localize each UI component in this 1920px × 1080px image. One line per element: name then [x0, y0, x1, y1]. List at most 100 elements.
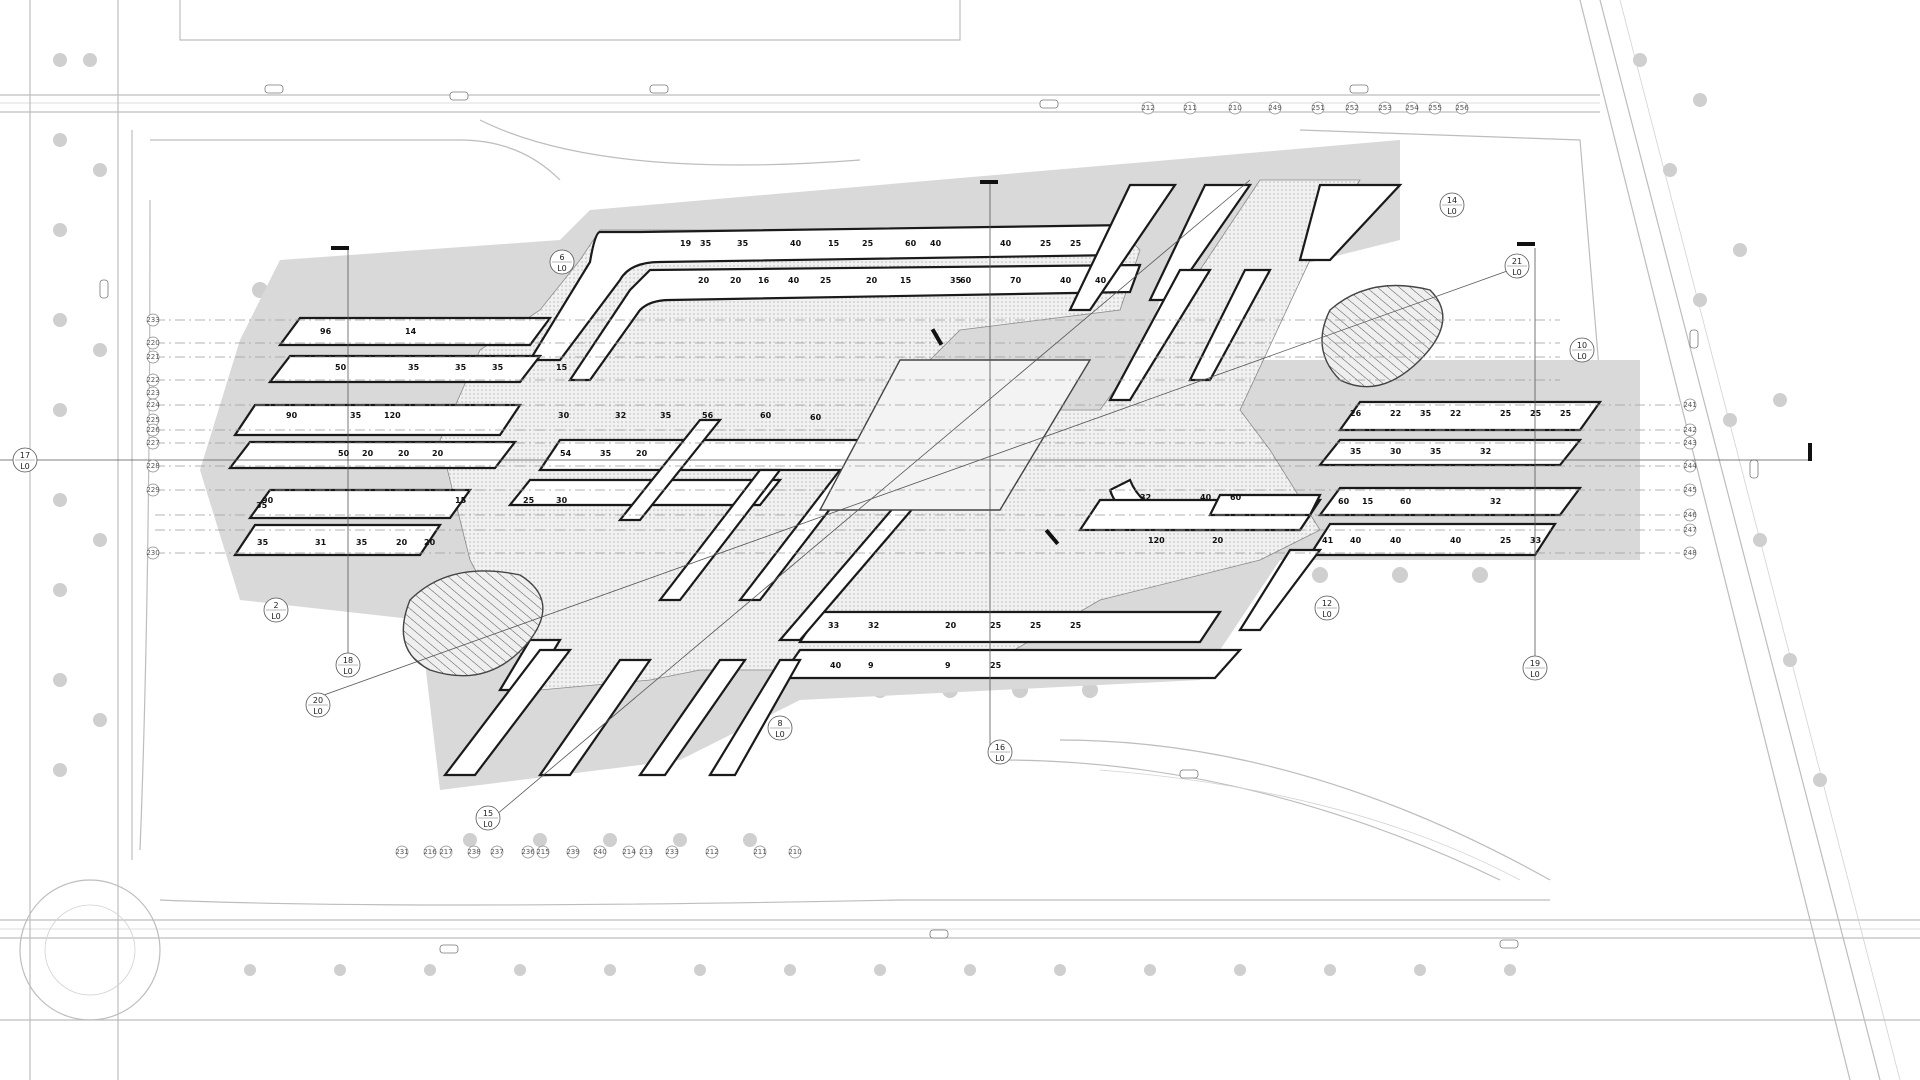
svg-text:228: 228 — [146, 462, 159, 470]
grid-axis-bubble: 210 — [1228, 101, 1242, 115]
grid-axis-bubble: 231 — [395, 845, 409, 859]
grid-axis-bubble: 252 — [1345, 101, 1359, 115]
svg-text:L0: L0 — [557, 264, 567, 273]
grid-axis-bubble: 222 — [146, 373, 160, 387]
section-callout: 2L0 — [263, 597, 289, 623]
wing-diag-sw-3 — [537, 658, 653, 777]
room-area-label: 25 — [1040, 239, 1052, 248]
svg-text:253: 253 — [1378, 104, 1391, 112]
svg-text:L0: L0 — [1530, 670, 1540, 679]
room-area-label: 35 — [950, 276, 962, 285]
room-area-label: 35 — [257, 538, 269, 547]
room-area-label: 56 — [702, 411, 714, 420]
svg-text:L0: L0 — [1512, 268, 1522, 277]
room-area-label: 90 — [286, 411, 298, 420]
grid-axis-bubble: 221 — [146, 350, 160, 364]
room-area-label: 25 — [990, 621, 1002, 630]
room-area-label: 35 — [1430, 447, 1442, 456]
room-area-label: 20 — [1212, 536, 1224, 545]
svg-text:216: 216 — [423, 848, 437, 856]
grid-axis-bubble: 237 — [490, 845, 504, 859]
svg-text:213: 213 — [639, 848, 652, 856]
room-area-label: 70 — [1010, 276, 1022, 285]
svg-text:L0: L0 — [1322, 610, 1332, 619]
svg-text:221: 221 — [146, 353, 159, 361]
room-area-label: 32 — [868, 621, 879, 630]
grid-axis-bubble: 246 — [1683, 508, 1697, 522]
section-marker-icon — [331, 180, 1812, 546]
room-area-label: 25 — [1500, 536, 1512, 545]
svg-text:238: 238 — [467, 848, 480, 856]
svg-text:10: 10 — [1577, 341, 1587, 350]
room-area-label: 35 — [408, 363, 420, 372]
grid-axis-bubble: 214 — [622, 845, 636, 859]
room-area-label: 16 — [758, 276, 770, 285]
wing-west-6 — [232, 523, 443, 557]
grid-axis-bubble: 229 — [146, 483, 160, 497]
wing-diag-sw-4 — [637, 658, 748, 777]
grid-axis-bubble: 212 — [1141, 101, 1155, 115]
room-area-label: 32 — [1480, 447, 1491, 456]
svg-text:255: 255 — [1428, 104, 1441, 112]
wing-north — [528, 223, 1132, 362]
structural-grid — [0, 179, 1810, 821]
room-area-label: 40 — [1350, 536, 1362, 545]
room-area-label: 40 — [788, 276, 800, 285]
svg-text:212: 212 — [1141, 104, 1154, 112]
grid-axis-bubble: 226 — [146, 423, 160, 437]
svg-text:225: 225 — [146, 416, 159, 424]
room-area-label: 40 — [930, 239, 942, 248]
room-area-label: 40 — [1095, 276, 1107, 285]
room-area-label: 32 — [615, 411, 626, 420]
grid-axis-bubble: 212 — [705, 845, 719, 859]
section-callout: 8L0 — [767, 715, 793, 741]
room-area-label: 60 — [1338, 497, 1350, 506]
room-area-label: 35 — [1420, 409, 1432, 418]
room-area-label: 33 — [828, 621, 839, 630]
room-area-label: 60 — [960, 276, 972, 285]
wing-diag-ne-1 — [1068, 183, 1178, 312]
room-area-label: 60 — [905, 239, 917, 248]
room-area-label: 25 — [1500, 409, 1512, 418]
grid-axis-bubble: 251 — [1311, 101, 1325, 115]
room-area-label: 60 — [1400, 497, 1412, 506]
room-area-label: 50 — [335, 363, 347, 372]
svg-text:226: 226 — [146, 426, 160, 434]
svg-text:247: 247 — [1683, 526, 1696, 534]
room-area-label: 35 — [356, 538, 368, 547]
svg-text:246: 246 — [1683, 511, 1697, 519]
grid-axis-bubble: 240 — [593, 845, 607, 859]
grid-axis-bubble: 255 — [1428, 101, 1442, 115]
room-area-label: 20 — [636, 449, 648, 458]
svg-text:17: 17 — [20, 451, 30, 460]
room-area-label: 120 — [384, 411, 401, 420]
room-area-label: 40 — [1390, 536, 1402, 545]
room-area-label: 14 — [405, 327, 417, 336]
wing-west-3 — [232, 403, 523, 437]
grid-axis-bubble: 230 — [146, 546, 160, 560]
room-area-label: 32 — [1140, 493, 1151, 502]
grid-axis-bubble: 211 — [1183, 101, 1197, 115]
wing-diag-ne-4 — [1108, 268, 1212, 402]
grid-axis-bubble: 223 — [146, 386, 160, 400]
svg-text:19: 19 — [1530, 659, 1540, 668]
svg-text:242: 242 — [1683, 426, 1696, 434]
wing-south-1 — [797, 610, 1223, 644]
room-area-label: 25 — [1070, 621, 1082, 630]
grid-axis-bubble: 216 — [423, 845, 437, 859]
svg-text:230: 230 — [146, 549, 159, 557]
grid-axis-bubble: 247 — [1683, 523, 1697, 537]
svg-text:L0: L0 — [271, 612, 281, 621]
room-area-label: 60 — [810, 413, 822, 422]
room-area-label: 35 — [660, 411, 672, 420]
wing-north-inner — [567, 263, 1142, 382]
svg-text:243: 243 — [1683, 439, 1696, 447]
svg-text:244: 244 — [1683, 462, 1697, 470]
room-area-label: 20 — [362, 449, 374, 458]
svg-text:222: 222 — [146, 376, 159, 384]
svg-text:L0: L0 — [1447, 207, 1457, 216]
